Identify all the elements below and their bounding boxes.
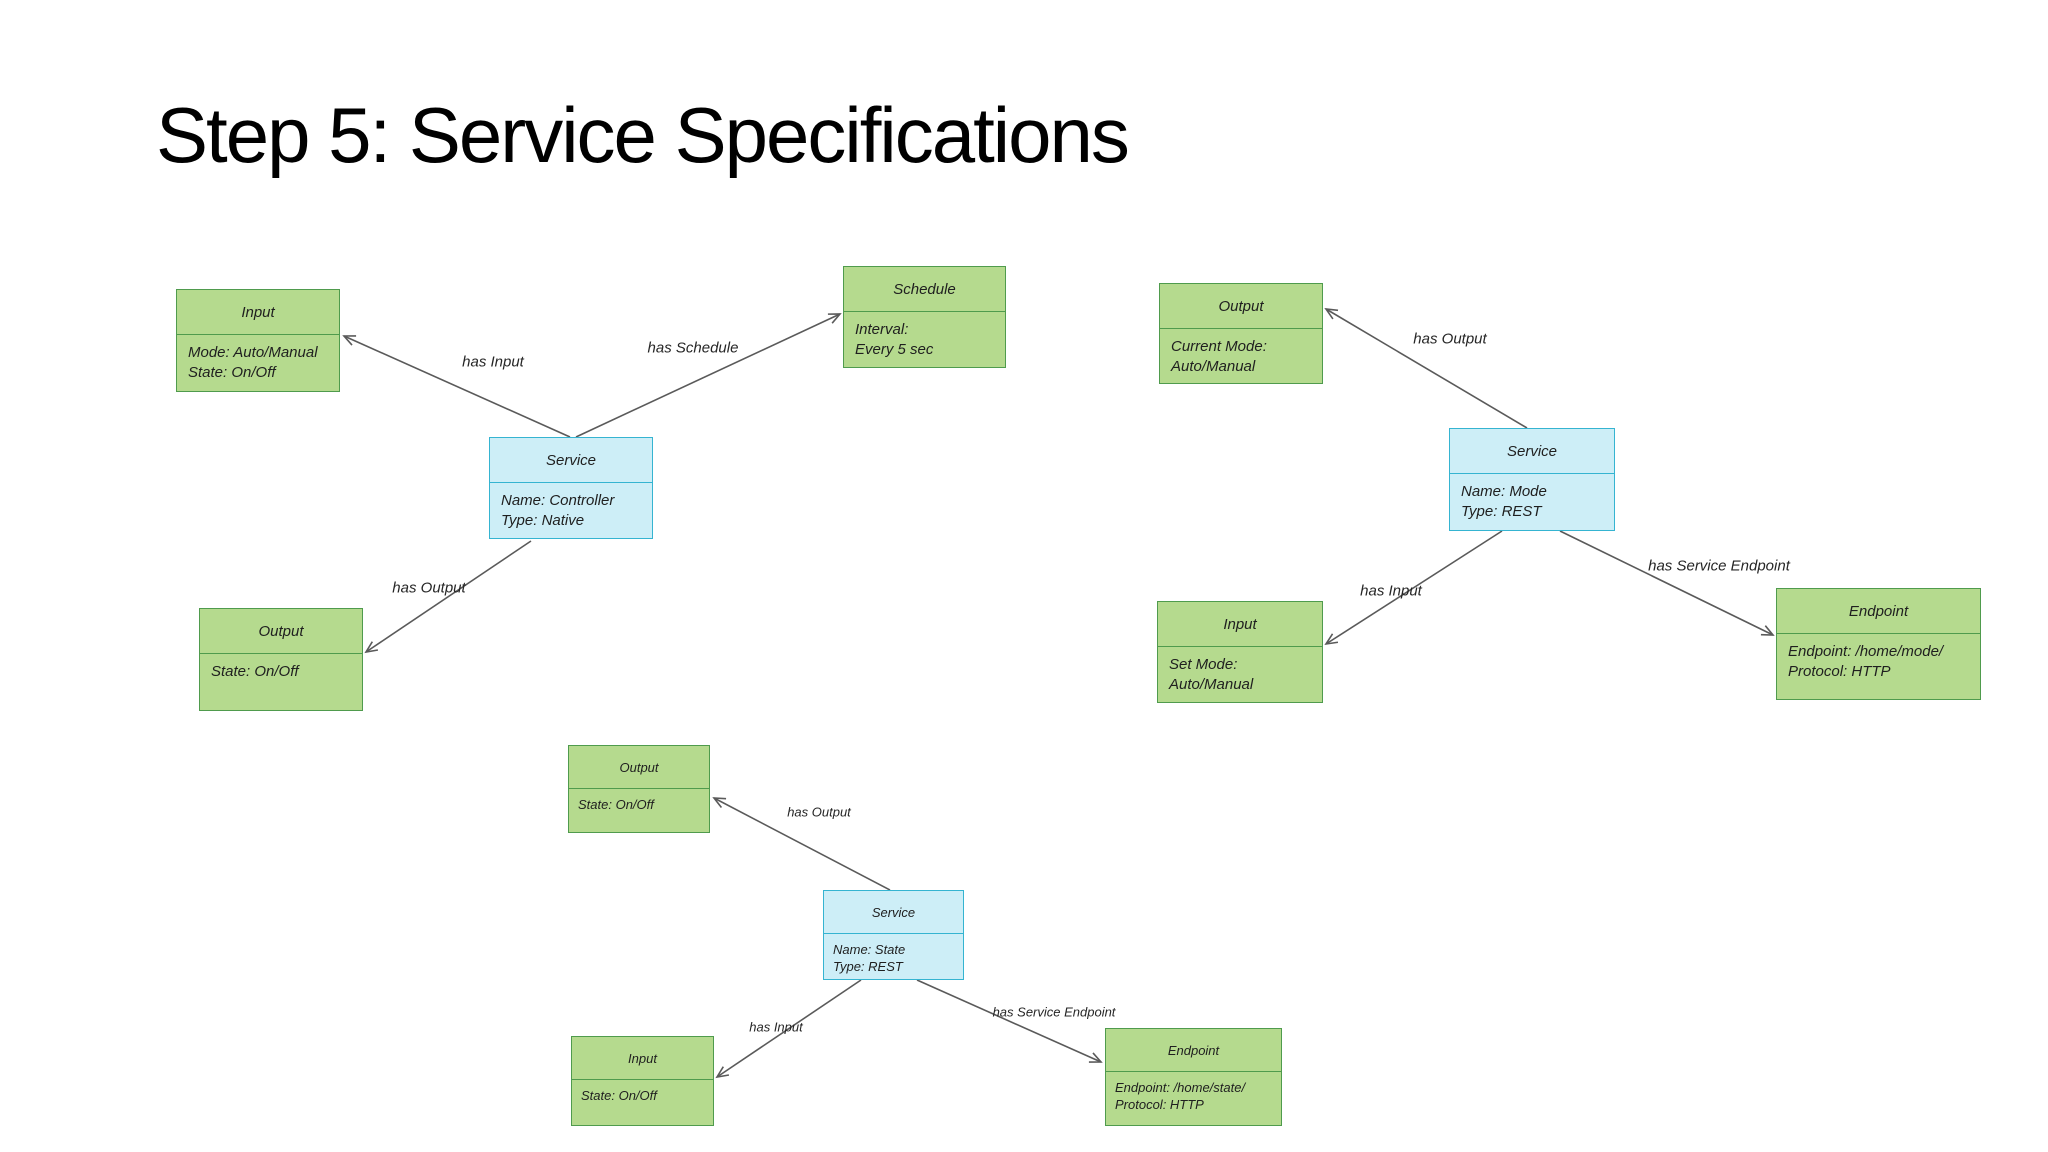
node-body-line: Every 5 sec bbox=[855, 341, 934, 359]
node-body: Name: Mode Type: REST bbox=[1450, 473, 1614, 530]
node-controller-output: Output State: On/Off bbox=[199, 608, 363, 711]
node-body: State: On/Off bbox=[200, 653, 362, 710]
node-body-line: Name: Controller bbox=[501, 492, 615, 509]
node-body-line: Mode: Auto/Manual bbox=[188, 344, 318, 361]
node-title: Input bbox=[1223, 615, 1257, 633]
node-body: Mode: Auto/Manual State: On/Off bbox=[177, 334, 339, 391]
edge-state-has-output bbox=[712, 797, 891, 891]
node-mode-endpoint: Endpoint Endpoint: /home/mode/ Protocol:… bbox=[1776, 588, 1981, 700]
edge-state-has-input bbox=[715, 979, 862, 1079]
node-title: Service bbox=[1506, 442, 1558, 460]
edge-label-mode-has-input: has Input bbox=[1360, 582, 1422, 600]
node-body-line: Interval: bbox=[855, 321, 909, 338]
node-title: Output bbox=[1218, 297, 1264, 315]
node-body-line: Current Mode: bbox=[1171, 338, 1267, 355]
node-body: Current Mode: Auto/Manual bbox=[1160, 328, 1322, 383]
edge-label-controller-has-output: has Output bbox=[392, 579, 466, 597]
node-body-line: Auto/Manual bbox=[1169, 676, 1254, 694]
node-body-line: State: On/Off bbox=[188, 364, 276, 382]
edge-label-state-has-endpoint: has Service Endpoint bbox=[992, 1004, 1116, 1020]
node-title: Output bbox=[619, 759, 659, 775]
node-state-output: Output State: On/Off bbox=[568, 745, 710, 833]
node-body-line: Endpoint: /home/state/ bbox=[1115, 1080, 1246, 1095]
edge-label-mode-has-output: has Output bbox=[1413, 330, 1487, 348]
edge-label-state-has-output: has Output bbox=[787, 804, 851, 820]
edge-controller-has-input bbox=[342, 335, 571, 438]
node-mode-service: Service Name: Mode Type: REST bbox=[1449, 428, 1615, 531]
node-mode-input: Input Set Mode: Auto/Manual bbox=[1157, 601, 1323, 703]
node-title: Schedule bbox=[893, 280, 956, 298]
node-body-line: Name: Mode bbox=[1461, 483, 1547, 500]
node-title: Input bbox=[628, 1050, 657, 1066]
edge-label-controller-has-schedule: has Schedule bbox=[647, 339, 739, 357]
node-body: Set Mode: Auto/Manual bbox=[1158, 646, 1322, 702]
node-body-line: State: On/Off bbox=[211, 663, 299, 680]
node-title: Endpoint bbox=[1167, 1042, 1220, 1058]
edge-label-mode-has-endpoint: has Service Endpoint bbox=[1648, 557, 1790, 575]
node-state-endpoint: Endpoint Endpoint: /home/state/ Protocol… bbox=[1105, 1028, 1282, 1126]
node-controller-input: Input Mode: Auto/Manual State: On/Off bbox=[176, 289, 340, 392]
edge-state-has-endpoint bbox=[916, 979, 1103, 1063]
node-controller-schedule: Schedule Interval: Every 5 sec bbox=[843, 266, 1006, 368]
edge-mode-has-endpoint bbox=[1559, 530, 1775, 636]
node-title: Service bbox=[545, 451, 597, 469]
edge-label-state-has-input: has Input bbox=[749, 1019, 803, 1035]
node-title: Endpoint bbox=[1848, 602, 1909, 620]
node-body: Interval: Every 5 sec bbox=[844, 311, 1005, 367]
node-body-line: State: On/Off bbox=[581, 1088, 657, 1103]
node-body: Name: State Type: REST bbox=[824, 933, 963, 979]
node-body-line: Type: REST bbox=[1461, 503, 1542, 521]
node-body: Endpoint: /home/mode/ Protocol: HTTP bbox=[1777, 633, 1980, 699]
node-body-line: State: On/Off bbox=[578, 797, 654, 812]
edge-controller-has-schedule bbox=[575, 313, 842, 438]
node-state-input: Input State: On/Off bbox=[571, 1036, 714, 1126]
edge-mode-has-output bbox=[1324, 308, 1528, 429]
node-body-line: Protocol: HTTP bbox=[1115, 1097, 1204, 1113]
node-body-line: Auto/Manual bbox=[1171, 358, 1256, 376]
edge-controller-has-output bbox=[364, 540, 532, 654]
node-title: Output bbox=[258, 622, 304, 640]
node-body: State: On/Off bbox=[572, 1079, 713, 1125]
node-mode-output: Output Current Mode: Auto/Manual bbox=[1159, 283, 1323, 384]
node-controller-service: Service Name: Controller Type: Native bbox=[489, 437, 653, 539]
node-body: State: On/Off bbox=[569, 788, 709, 832]
node-body-line: Type: Native bbox=[501, 512, 585, 530]
edge-label-controller-has-input: has Input bbox=[462, 353, 524, 371]
node-body: Name: Controller Type: Native bbox=[490, 482, 652, 538]
node-body-line: Name: State bbox=[833, 942, 906, 957]
edge-mode-has-input bbox=[1324, 530, 1503, 646]
node-title: Service bbox=[871, 904, 916, 920]
node-body-line: Type: REST bbox=[833, 959, 903, 975]
node-state-service: Service Name: State Type: REST bbox=[823, 890, 964, 980]
node-body-line: Set Mode: bbox=[1169, 656, 1238, 673]
node-body: Endpoint: /home/state/ Protocol: HTTP bbox=[1106, 1071, 1281, 1125]
node-body-line: Endpoint: /home/mode/ bbox=[1788, 643, 1944, 660]
node-title: Input bbox=[241, 303, 275, 321]
slide-title: Step 5: Service Specifications bbox=[156, 91, 1130, 179]
node-body-line: Protocol: HTTP bbox=[1788, 663, 1891, 681]
